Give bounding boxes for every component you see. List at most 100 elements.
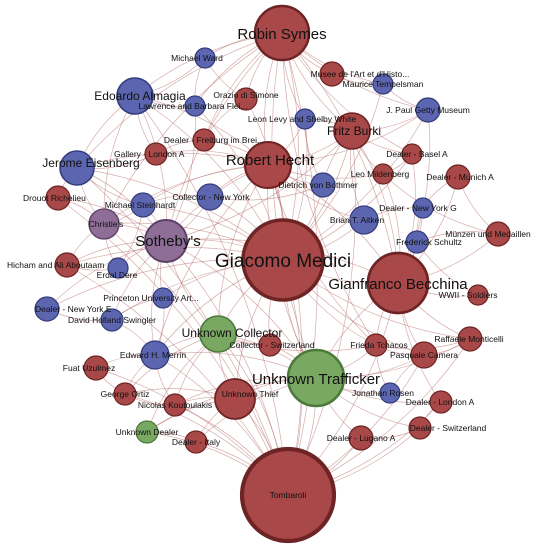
node-dealer-london-a[interactable] bbox=[429, 390, 453, 414]
edge-robert-hecht-edward-merrin bbox=[154, 164, 269, 356]
label-gallery-london-a: Gallery - London A bbox=[114, 149, 185, 159]
label-collector-new-york: Collector - New York bbox=[172, 192, 250, 202]
label-dealer-freiburg: Dealer - Freiburg im Brei... bbox=[164, 135, 264, 145]
label-dealer-new-york-g: Dealer - New York G bbox=[379, 203, 456, 213]
node-leo-mildenberg[interactable] bbox=[372, 163, 394, 185]
node-raffaele-monticelli[interactable] bbox=[457, 326, 483, 352]
node-muenzen-medaillen[interactable] bbox=[485, 221, 511, 247]
edge-leo-mildenberg-muenzen-medaillen bbox=[382, 173, 499, 235]
node-tombaroli[interactable] bbox=[239, 446, 337, 544]
label-drouot-richelieu: Drouot Richelieu bbox=[23, 193, 86, 203]
node-lawrence-barbara-fleischman[interactable] bbox=[184, 95, 206, 117]
label-princeton-university-art: Princeton University Art... bbox=[103, 293, 198, 303]
node-orazio-di-simone[interactable] bbox=[234, 87, 258, 111]
label-michael-steinhardt: Michael Steinhardt bbox=[105, 200, 176, 210]
label-leon-levy-shelby-white: Leon Levy and Shelby White bbox=[248, 114, 356, 124]
node-dealer-new-york-g[interactable] bbox=[412, 197, 434, 219]
node-robert-hecht[interactable] bbox=[243, 140, 293, 190]
edge-unknown-collector-frieda-tchacos bbox=[217, 333, 377, 352]
label-george-ortiz: George Ortiz bbox=[101, 389, 150, 399]
node-michael-steinhardt[interactable] bbox=[130, 192, 156, 218]
edge-gianfranco-becchina-robin-symes bbox=[281, 32, 399, 284]
node-george-ortiz[interactable] bbox=[113, 382, 137, 406]
node-jonathan-rosen[interactable] bbox=[379, 382, 401, 404]
node-michael-ward[interactable] bbox=[194, 47, 216, 69]
node-frederick-schultz[interactable] bbox=[405, 230, 429, 254]
edge-robin-symes-jerome-eisenberg bbox=[76, 32, 283, 169]
label-edoardo-almagia: Edoardo Almagia bbox=[94, 89, 186, 103]
node-layer bbox=[34, 4, 511, 544]
label-pasquale-camera: Pasquale Camera bbox=[390, 350, 458, 360]
label-fuat-uzulmez: Fuat Uzulmez bbox=[63, 363, 115, 373]
node-edoardo-almagia[interactable] bbox=[116, 77, 154, 115]
node-princeton-university-art[interactable] bbox=[152, 287, 174, 309]
node-drouot-richelieu[interactable] bbox=[45, 185, 71, 211]
node-robin-symes[interactable] bbox=[253, 4, 311, 62]
label-leo-mildenberg: Leo Mildenberg bbox=[351, 169, 410, 179]
node-dealer-lugano-a[interactable] bbox=[348, 425, 374, 451]
node-gallery-london-a[interactable] bbox=[144, 142, 168, 166]
node-dietrich-von-bothmer[interactable] bbox=[310, 172, 336, 198]
label-dealer-lugano-a: Dealer - Lugano A bbox=[327, 433, 396, 443]
node-edward-merrin[interactable] bbox=[140, 340, 170, 370]
label-david-holland-swingler: David Holland Swingler bbox=[68, 315, 156, 325]
label-unknown-thief: Unknown Thief bbox=[222, 389, 279, 399]
label-dealer-new-york-e: Dealer - New York E bbox=[35, 304, 112, 314]
node-dealer-freiburg[interactable] bbox=[192, 128, 216, 152]
label-frederick-schultz: Frederick Schultz bbox=[396, 237, 462, 247]
node-leon-levy-shelby-white[interactable] bbox=[294, 108, 316, 130]
label-dealer-italy: Dealer - Italy bbox=[172, 437, 221, 447]
label-collector-switzerland: Collector - Switzerland bbox=[229, 340, 314, 350]
label-christies: Christie's bbox=[89, 219, 124, 229]
label-giacomo-medici: Giacomo Medici bbox=[215, 251, 351, 272]
node-giacomo-medici[interactable] bbox=[241, 218, 325, 302]
label-dealer-london-a: Dealer - London A bbox=[406, 397, 475, 407]
node-pasquale-camera[interactable] bbox=[410, 341, 438, 369]
node-gianfranco-becchina[interactable] bbox=[366, 251, 430, 315]
node-dealer-new-york-e[interactable] bbox=[34, 296, 60, 322]
edge-robin-symes-sothebys bbox=[165, 32, 283, 242]
label-frieda-tchacos: Frieda Tchacos bbox=[350, 340, 407, 350]
node-dealer-basel-a[interactable] bbox=[401, 143, 423, 165]
node-sothebys[interactable] bbox=[144, 219, 188, 263]
label-dealer-basel-a: Dealer - Basel A bbox=[386, 149, 448, 159]
label-lawrence-barbara-fleischman: Lawrence and Barbara Flei... bbox=[138, 101, 247, 111]
node-david-holland-swingler[interactable] bbox=[100, 308, 124, 332]
label-j-paul-getty-museum: J. Paul Getty Museum bbox=[386, 105, 470, 115]
node-unknown-collector[interactable] bbox=[199, 315, 237, 353]
node-christies[interactable] bbox=[88, 208, 120, 240]
node-brian-aitken[interactable] bbox=[349, 205, 379, 235]
label-fritz-burki: Fritz Burki bbox=[327, 124, 381, 138]
node-unknown-trafficker[interactable] bbox=[286, 348, 346, 408]
node-fritz-burki[interactable] bbox=[333, 112, 371, 150]
node-erdal-dere[interactable] bbox=[107, 257, 129, 279]
node-dealer-switzerland[interactable] bbox=[408, 416, 432, 440]
node-frieda-tchacos[interactable] bbox=[364, 333, 388, 357]
label-orazio-di-simone: Orazio di Simone bbox=[213, 90, 278, 100]
node-j-paul-getty-museum[interactable] bbox=[415, 97, 441, 123]
node-dealer-munich-a[interactable] bbox=[445, 164, 471, 190]
label-erdal-dere: Erdal Dere bbox=[97, 270, 138, 280]
edge-robin-symes-frieda-tchacos bbox=[281, 32, 377, 346]
node-unknown-dealer[interactable] bbox=[135, 420, 159, 444]
node-jerome-eisenberg[interactable] bbox=[59, 150, 95, 186]
label-unknown-collector: Unknown Collector bbox=[182, 326, 283, 340]
label-unknown-trafficker: Unknown Trafficker bbox=[252, 371, 380, 388]
node-dealer-italy[interactable] bbox=[184, 430, 208, 454]
node-fuat-uzulmez[interactable] bbox=[83, 355, 109, 381]
label-tombaroli: Tombaroli bbox=[270, 490, 307, 500]
node-unknown-thief[interactable] bbox=[214, 378, 256, 420]
node-hicham-aboutaam[interactable] bbox=[54, 252, 80, 278]
node-maurice-tempelsman[interactable] bbox=[372, 73, 394, 95]
label-muenzen-medaillen: Münzen und Medaillen bbox=[445, 229, 531, 239]
label-brian-aitken: Brian T. Aitken bbox=[330, 215, 384, 225]
node-wwii-soldiers[interactable] bbox=[467, 284, 489, 306]
node-collector-switzerland[interactable] bbox=[258, 333, 282, 357]
node-nicolas-koutoulakis[interactable] bbox=[163, 393, 187, 417]
label-sothebys: Sotheby's bbox=[135, 233, 200, 250]
node-musee-art-histoire[interactable] bbox=[319, 61, 345, 87]
label-nicolas-koutoulakis: Nicolas Koutoulakis bbox=[138, 400, 212, 410]
node-collector-new-york[interactable] bbox=[196, 183, 224, 211]
edge-robin-symes-christies bbox=[103, 32, 283, 225]
